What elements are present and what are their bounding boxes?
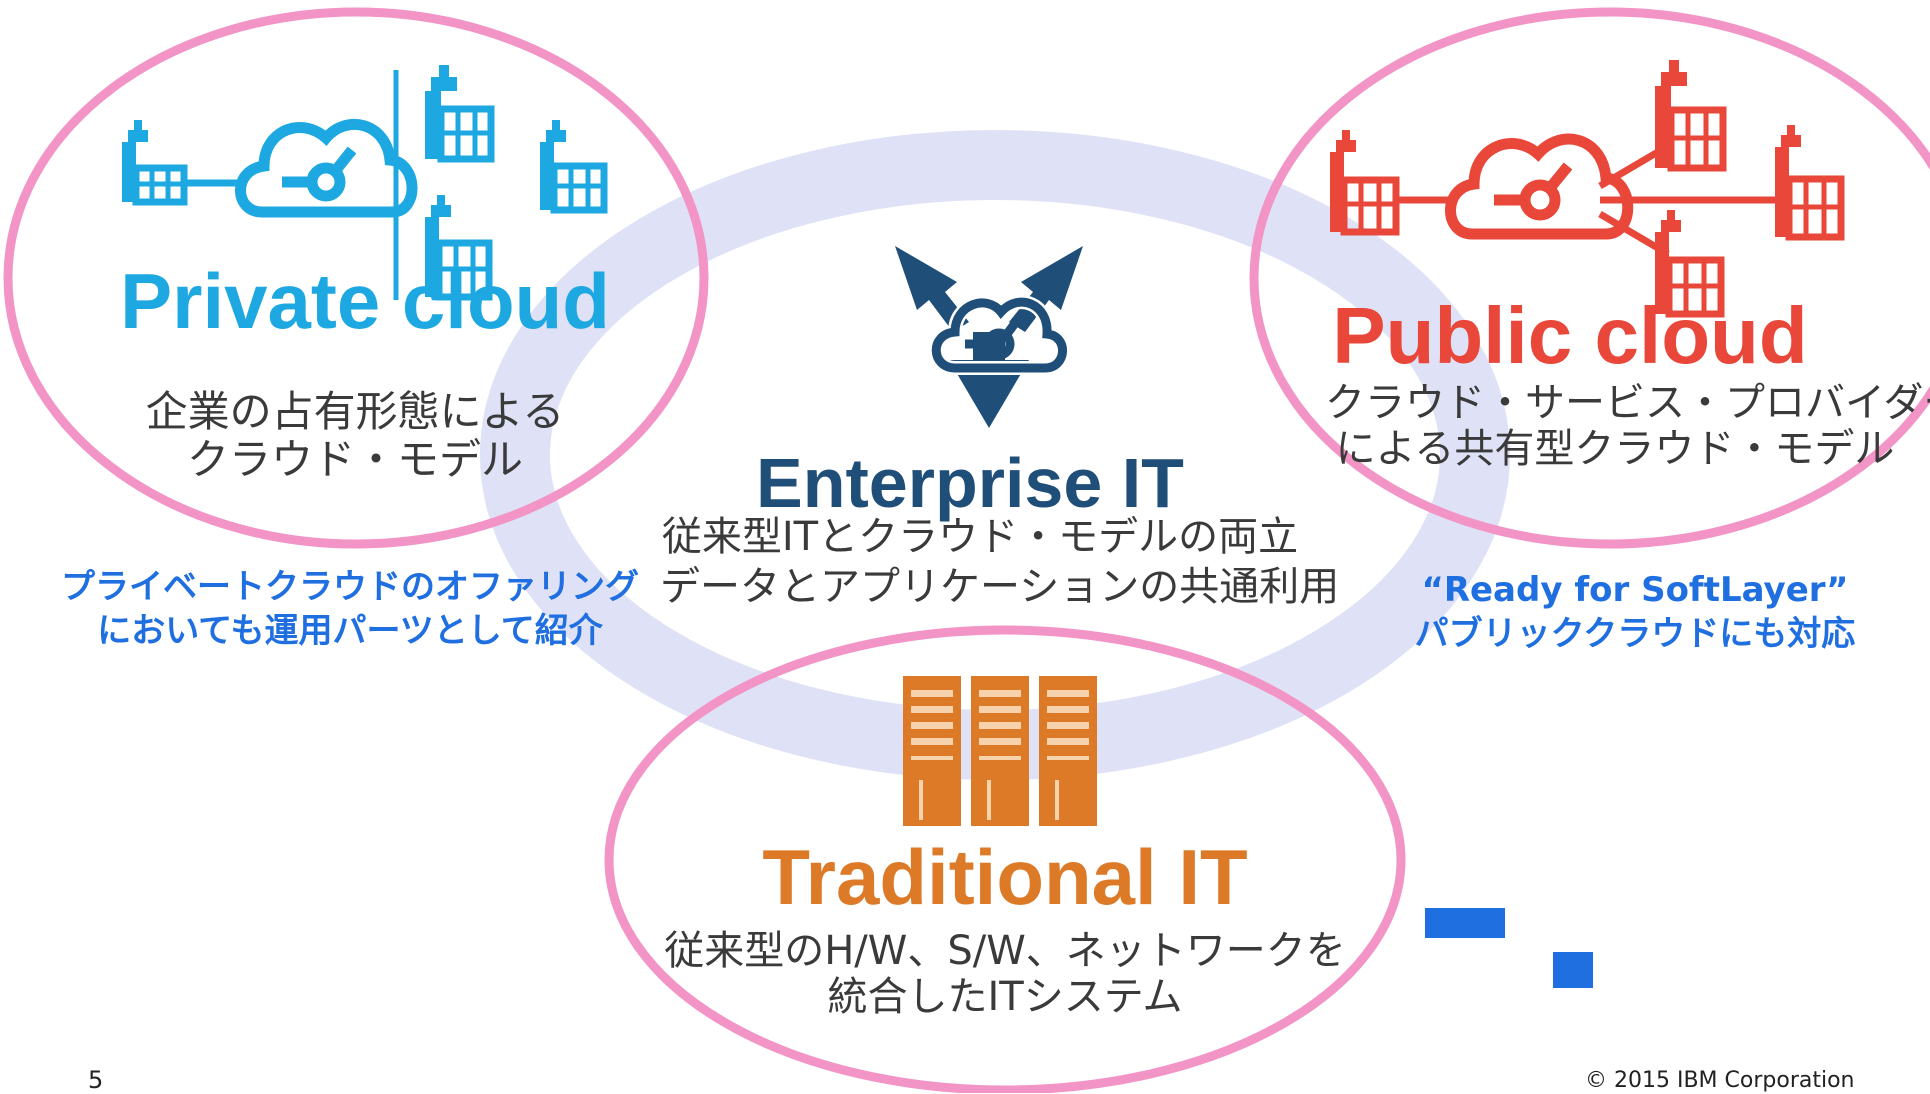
traditional-it-description: 従来型のH/W、S/W、ネットワークを 統合したITシステム — [650, 928, 1360, 1020]
server-unit — [1039, 676, 1097, 826]
building-icon — [1655, 60, 1727, 172]
cloud-icon — [235, 118, 418, 218]
public-cloud-title: Public cloud — [1332, 291, 1808, 380]
enterprise-it-desc-line: 従来型ITとクラウド・モデルの両立 — [661, 514, 1299, 560]
public-cloud-note-line: パブリッククラウドにも対応 — [1414, 614, 1856, 655]
enterprise-it-title: Enterprise IT — [756, 444, 1184, 522]
building-icon — [1330, 130, 1400, 236]
public-cloud-description: クラウド・サービス・プロバイダー による共有型クラウド・モデル — [1325, 380, 1930, 472]
traditional-it-desc-line: 従来型のH/W、S/W、ネットワークを — [664, 928, 1346, 974]
private-cloud-title: Private cloud — [120, 257, 610, 345]
building-icon — [540, 120, 608, 214]
private-cloud-note-line: プライベートクラウドのオファリング — [61, 567, 639, 607]
private-cloud-desc-line: クラウド・モデル — [186, 435, 523, 485]
private-cloud-note: プライベートクラウドのオファリング においても運用パーツとして紹介 — [20, 565, 680, 653]
decorative-marks — [1425, 908, 1593, 988]
server-unit — [903, 676, 961, 826]
building-icon — [1655, 210, 1725, 318]
public-cloud-icons — [1330, 60, 1845, 318]
public-cloud-note: “Ready for SoftLayer” パブリッククラウドにも対応 — [1375, 568, 1895, 656]
building-icon — [425, 195, 493, 301]
cloud-arrows-icon — [895, 246, 1083, 428]
building-icon — [425, 65, 495, 163]
building-icon — [122, 120, 188, 206]
public-cloud-desc-line: クラウド・サービス・プロバイダー — [1325, 380, 1930, 426]
private-cloud-note-line: においても運用パーツとして紹介 — [97, 611, 603, 652]
public-cloud-note-line: “Ready for SoftLayer” — [1421, 570, 1849, 610]
traditional-it-desc-line: 統合したITシステム — [827, 974, 1183, 1020]
building-icon — [1775, 125, 1845, 241]
server-unit — [971, 676, 1029, 826]
private-cloud-desc-line: 企業の占有形態による — [145, 387, 565, 436]
traditional-it-highlight — [604, 625, 1406, 1093]
private-cloud-description: 企業の占有形態による クラウド・モデル — [80, 387, 630, 485]
enterprise-it-description: 従来型ITとクラウド・モデルの両立 データとアプリケーションの共通利用 — [660, 512, 1340, 612]
traditional-it-title: Traditional IT — [762, 833, 1248, 921]
server-rack-icon — [903, 676, 1097, 826]
public-cloud-desc-line: による共有型クラウド・モデル — [1335, 426, 1895, 472]
enterprise-it-desc-line: データとアプリケーションの共通利用 — [660, 564, 1340, 610]
copyright: © 2015 IBM Corporation — [1585, 1068, 1855, 1093]
page-number: 5 — [88, 1066, 104, 1094]
private-cloud-icons — [122, 65, 608, 301]
private-cloud-highlight — [3, 7, 709, 549]
public-cloud-highlight — [1249, 7, 1930, 549]
